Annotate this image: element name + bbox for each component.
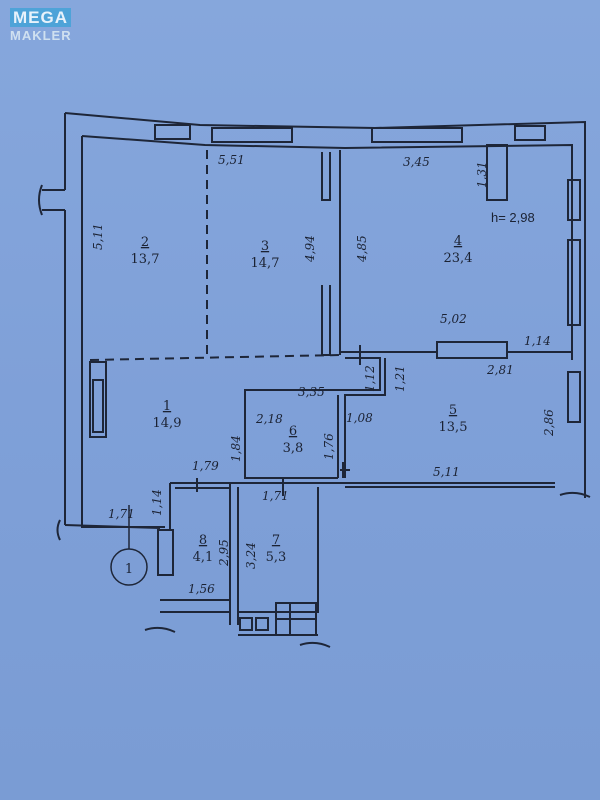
svg-text:3,35: 3,35 bbox=[298, 385, 325, 399]
room-8: 8 4,1 bbox=[193, 533, 214, 565]
ceiling-height: h= 2,98 bbox=[491, 210, 535, 225]
room-5: 5 13,5 bbox=[439, 403, 468, 435]
room-4: 4 23,4 bbox=[444, 234, 473, 266]
svg-text:1: 1 bbox=[163, 399, 171, 414]
svg-text:1,08: 1,08 bbox=[346, 411, 373, 425]
svg-text:7: 7 bbox=[272, 533, 280, 548]
svg-text:5,3: 5,3 bbox=[266, 550, 287, 565]
svg-text:1,14: 1,14 bbox=[150, 489, 164, 516]
room-7: 7 5,3 bbox=[266, 533, 287, 565]
svg-text:1,21: 1,21 bbox=[393, 365, 407, 392]
svg-text:2,86: 2,86 bbox=[542, 409, 556, 437]
room-1: 1 14,9 bbox=[153, 399, 182, 431]
svg-text:5,51: 5,51 bbox=[218, 153, 245, 167]
svg-text:13,5: 13,5 bbox=[439, 420, 468, 435]
svg-text:2: 2 bbox=[141, 235, 149, 250]
svg-text:5,11: 5,11 bbox=[91, 223, 105, 250]
svg-text:14,7: 14,7 bbox=[251, 256, 280, 271]
svg-text:1,84: 1,84 bbox=[229, 435, 243, 462]
svg-text:1,76: 1,76 bbox=[322, 433, 336, 460]
svg-text:3,8: 3,8 bbox=[283, 441, 304, 456]
svg-text:1,31: 1,31 bbox=[475, 161, 489, 188]
svg-text:5: 5 bbox=[449, 403, 457, 418]
entrance-marker-label: 1 bbox=[125, 562, 133, 577]
watermark-logo: MEGA MAKLER bbox=[10, 8, 72, 42]
svg-text:5,11: 5,11 bbox=[433, 465, 460, 479]
svg-text:2,18: 2,18 bbox=[255, 412, 283, 426]
svg-text:23,4: 23,4 bbox=[444, 251, 473, 266]
svg-text:1,12: 1,12 bbox=[363, 365, 377, 392]
svg-text:4: 4 bbox=[454, 234, 462, 249]
svg-text:14,9: 14,9 bbox=[153, 416, 182, 431]
svg-text:1,14: 1,14 bbox=[524, 334, 551, 348]
svg-text:3,45: 3,45 bbox=[403, 155, 430, 169]
svg-text:3: 3 bbox=[261, 239, 269, 254]
svg-text:1,71: 1,71 bbox=[262, 489, 289, 503]
logo-makler: MAKLER bbox=[10, 28, 72, 43]
svg-text:4,85: 4,85 bbox=[355, 235, 369, 263]
svg-text:5,02: 5,02 bbox=[440, 312, 467, 326]
svg-text:2,95: 2,95 bbox=[217, 539, 231, 567]
svg-text:13,7: 13,7 bbox=[131, 252, 160, 267]
svg-text:6: 6 bbox=[289, 424, 297, 439]
svg-text:2,81: 2,81 bbox=[486, 363, 514, 377]
room-6: 6 3,8 bbox=[283, 424, 304, 456]
logo-mega: MEGA bbox=[10, 8, 71, 27]
svg-text:4,94: 4,94 bbox=[303, 235, 317, 263]
svg-text:1,71: 1,71 bbox=[108, 507, 135, 521]
svg-text:4,1: 4,1 bbox=[193, 550, 214, 565]
room-3: 3 14,7 bbox=[251, 239, 280, 271]
svg-text:1,56: 1,56 bbox=[188, 582, 215, 596]
svg-text:3,24: 3,24 bbox=[244, 542, 258, 569]
svg-text:8: 8 bbox=[199, 533, 207, 548]
dimensions: 5,51 3,45 1,31 5,11 4,94 4,85 5,02 1,14 … bbox=[91, 153, 556, 596]
room-2: 2 13,7 bbox=[131, 235, 160, 267]
svg-text:1,79: 1,79 bbox=[192, 459, 219, 473]
